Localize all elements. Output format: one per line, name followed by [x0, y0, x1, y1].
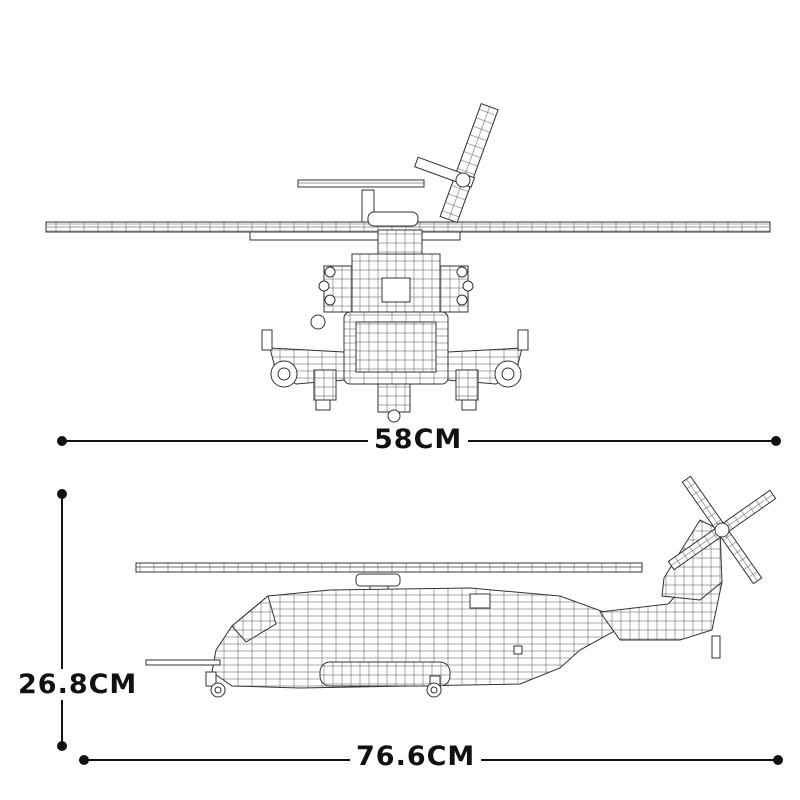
side-main-rotor-blade	[135, 562, 643, 573]
height-label: 26.8CM	[16, 669, 140, 700]
front-view	[45, 102, 771, 423]
side-view	[135, 475, 777, 698]
side-cockpit	[231, 595, 277, 643]
side-fuel-sponson	[319, 661, 451, 687]
front-rotor-hub	[367, 211, 419, 227]
front-engine-left	[318, 265, 355, 313]
front-sponson-right	[447, 329, 529, 411]
front-tail-rotor	[414, 102, 499, 224]
front-nose-gear	[377, 383, 411, 413]
side-rotor-hub	[355, 573, 401, 587]
length-label: 76.6CM	[350, 741, 482, 772]
side-main-gear	[426, 675, 442, 698]
front-engine-right	[437, 265, 474, 313]
front-sponson-left	[261, 329, 345, 411]
front-upper-rotor-blade	[297, 179, 425, 188]
width-label: 58CM	[368, 424, 469, 455]
height-dimension-line	[57, 489, 67, 751]
side-refuel-probe	[145, 659, 221, 666]
side-nose-gear	[205, 671, 226, 698]
side-tail-rotor	[667, 475, 777, 585]
